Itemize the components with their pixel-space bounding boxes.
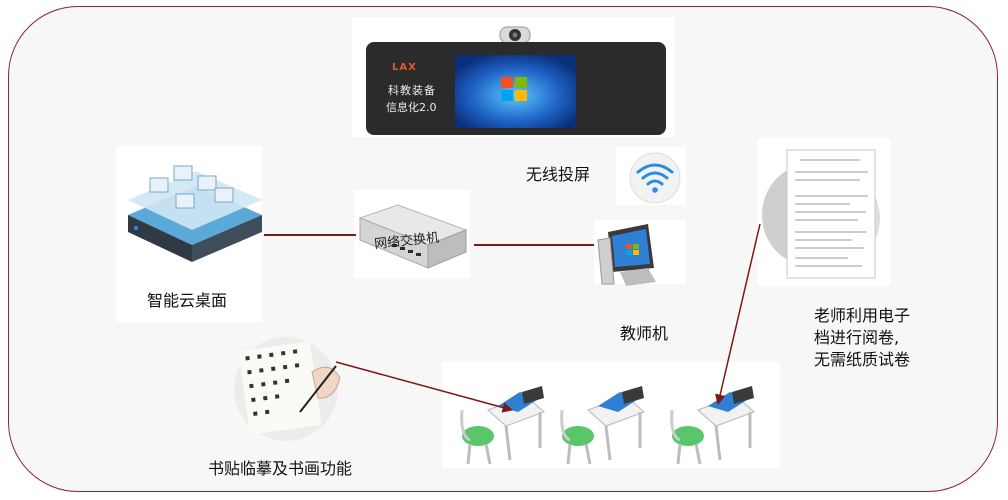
arrow-calligraphy-desk	[335, 361, 514, 413]
exam-line-3: 无需纸质试卷	[814, 350, 911, 369]
board-line-2: 信息化2.0	[386, 101, 437, 114]
cloud-desktop-label: 智能云桌面	[147, 291, 228, 310]
teacher-label: 教师机	[620, 324, 669, 343]
exam-line-2: 档进行阅卷,	[814, 328, 900, 347]
exam-line-1: 老师利用电子	[814, 306, 911, 325]
windows-logo-icon	[501, 77, 527, 101]
calligraphy-label: 书贴临摹及书画功能	[208, 459, 353, 478]
board-line-1: 科教装备	[388, 84, 436, 97]
wireless-label: 无线投屏	[526, 165, 591, 184]
arrow-exam-desk	[715, 223, 761, 406]
board-brand: LAX	[392, 62, 417, 73]
